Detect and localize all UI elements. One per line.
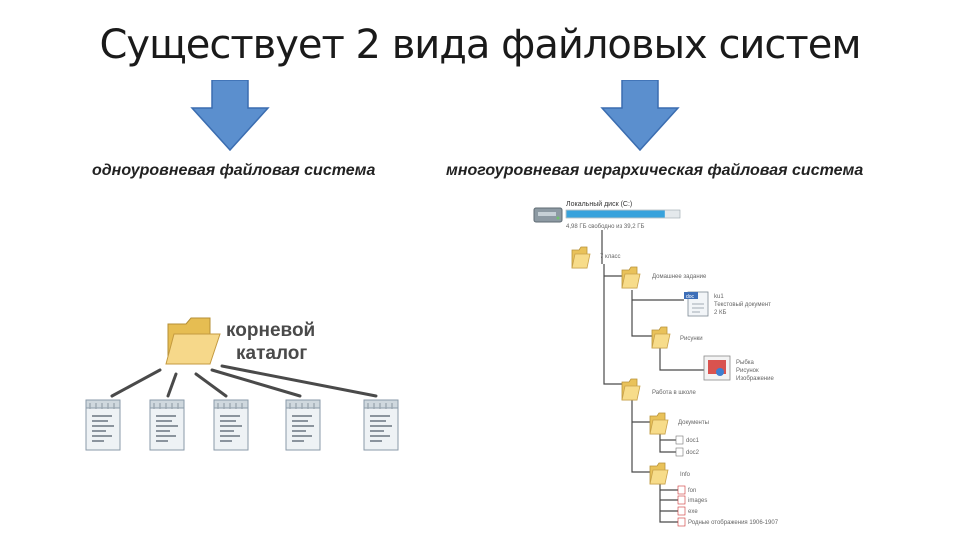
item-label: Родные отображения 1906-1907 [688,520,779,526]
image-file-icon [703,355,731,381]
arrow-down-left-icon [190,80,270,152]
file-icon [213,399,249,451]
multi-level-diagram: Локальный диск (C:) 4,98 ГБ свободно из … [533,200,779,527]
drive-usage-fill [566,210,665,218]
folder-label: Домашнее задание [652,274,707,280]
small-file-icon [675,435,684,457]
folder-icon [621,378,641,401]
drive-name: Локальный диск (C:) [566,200,632,208]
root-label-line1: корневой [226,320,315,341]
text-document-icon: doc [684,291,709,317]
file-name: Рыбка [736,360,755,366]
root-label-line2: каталог [236,343,307,364]
folder-icon [621,266,641,289]
folder-icon [651,326,671,349]
item-label: images [688,498,707,504]
folder-label: Работа в школе [652,390,697,396]
file-icon [285,399,321,451]
file-name: ku1 [714,294,724,300]
file-type: Рисунок [736,368,759,374]
item-label: fon [688,488,696,494]
drive-icon [533,207,563,223]
folder-label: Рисунки [680,336,703,342]
file-icon [149,399,185,451]
doc2-label: doc2 [686,450,700,456]
folder-icon [571,246,591,269]
single-level-label: одноуровневая файловая система [92,162,376,179]
folder-label: 7 класс [600,254,621,260]
folder-icon [649,412,669,435]
tree-lines [601,230,704,523]
root-folder-icon [165,317,221,365]
doc1-label: doc1 [686,438,700,444]
folder-label: Документы [678,420,709,426]
folder-icon [649,462,669,485]
item-label: exe [688,509,698,515]
file-type: Текстовый документ [714,301,771,308]
file-size: 2 КБ [714,310,726,316]
connector-lines [110,364,378,398]
svg-text:doc: doc [686,294,695,300]
file-size: Изображение [736,376,774,382]
multi-level-label: многоуровневая иерархическая файловая си… [446,162,864,179]
small-file-icon [677,485,686,527]
drive-free: 4,98 ГБ свободно из 39,2 ГБ [566,224,644,230]
file-icon [85,399,121,451]
slide-title: Существует 2 вида файловых систем [99,22,861,68]
file-icon [363,399,399,451]
arrow-down-right-icon [600,80,680,152]
folder-label: Info [680,472,691,478]
